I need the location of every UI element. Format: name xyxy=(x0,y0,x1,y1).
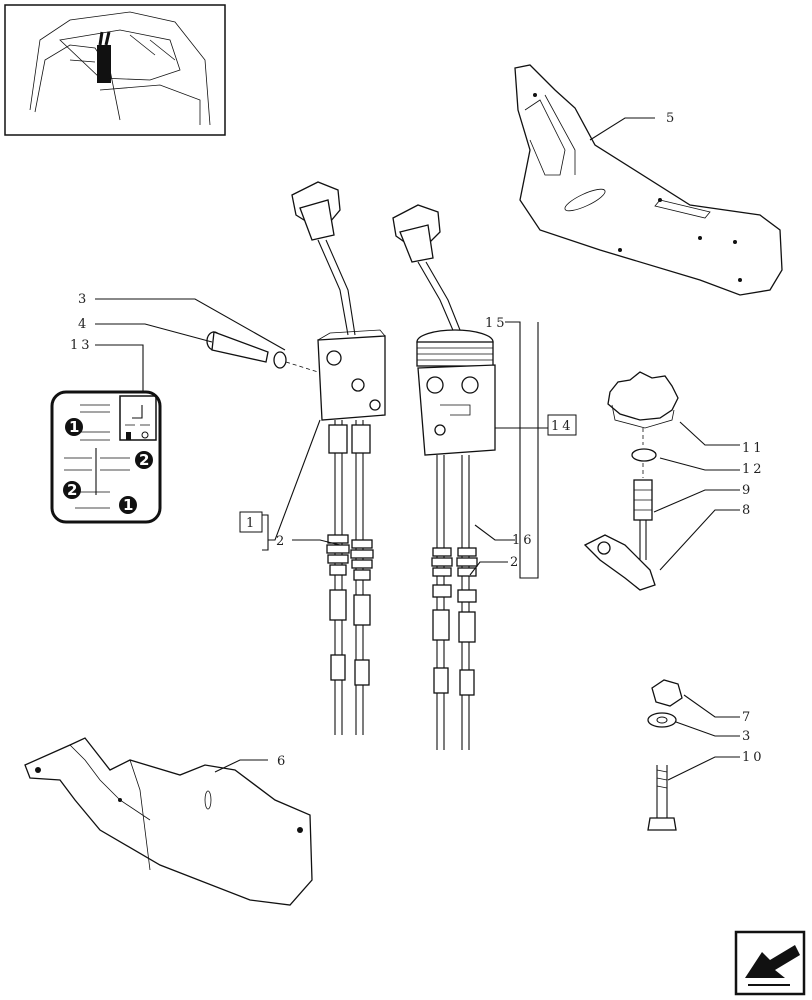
nut-washer-bolt-part xyxy=(647,679,683,831)
callout-15: 15 xyxy=(485,316,508,331)
callout-12: 12 xyxy=(742,462,765,477)
callout-8: 8 xyxy=(742,503,753,518)
callout-7: 7 xyxy=(742,710,753,725)
lower-guard-part xyxy=(24,737,313,906)
tractor-cab-locator-icon xyxy=(4,4,226,136)
left-control-lever-part xyxy=(291,181,386,735)
callout-10: 10 xyxy=(742,750,765,765)
legend-mark-2: 2 xyxy=(67,481,77,499)
callout-4: 4 xyxy=(78,317,89,332)
legend-mark-1: 1 xyxy=(69,418,79,436)
callout-3-b: 3 xyxy=(742,729,753,744)
next-page-arrow-icon[interactable] xyxy=(734,930,806,996)
shift-pattern-plate: 1 2 2 1 xyxy=(50,390,162,524)
callout-14: 14 xyxy=(551,419,574,434)
bolt-and-washer-part xyxy=(206,331,319,373)
callout-9: 9 xyxy=(742,483,753,498)
legend-mark-1: 1 xyxy=(123,496,133,514)
legend-mark-2: 2 xyxy=(139,451,149,469)
callout-1: 1 xyxy=(246,516,257,531)
support-bracket-part xyxy=(514,64,783,296)
callout-5: 5 xyxy=(666,111,677,126)
callout-2-right: 2 xyxy=(510,555,521,570)
callout-11: 11 xyxy=(742,441,765,456)
callout-3: 3 xyxy=(78,292,89,307)
right-control-lever-part xyxy=(392,204,496,750)
callout-16: 16 xyxy=(512,533,535,548)
callout-6: 6 xyxy=(277,754,288,769)
callout-2-left: 2 xyxy=(276,534,287,549)
knob-assembly-part xyxy=(583,371,679,591)
callout-13: 13 xyxy=(70,338,93,353)
leader-lines xyxy=(95,117,740,781)
